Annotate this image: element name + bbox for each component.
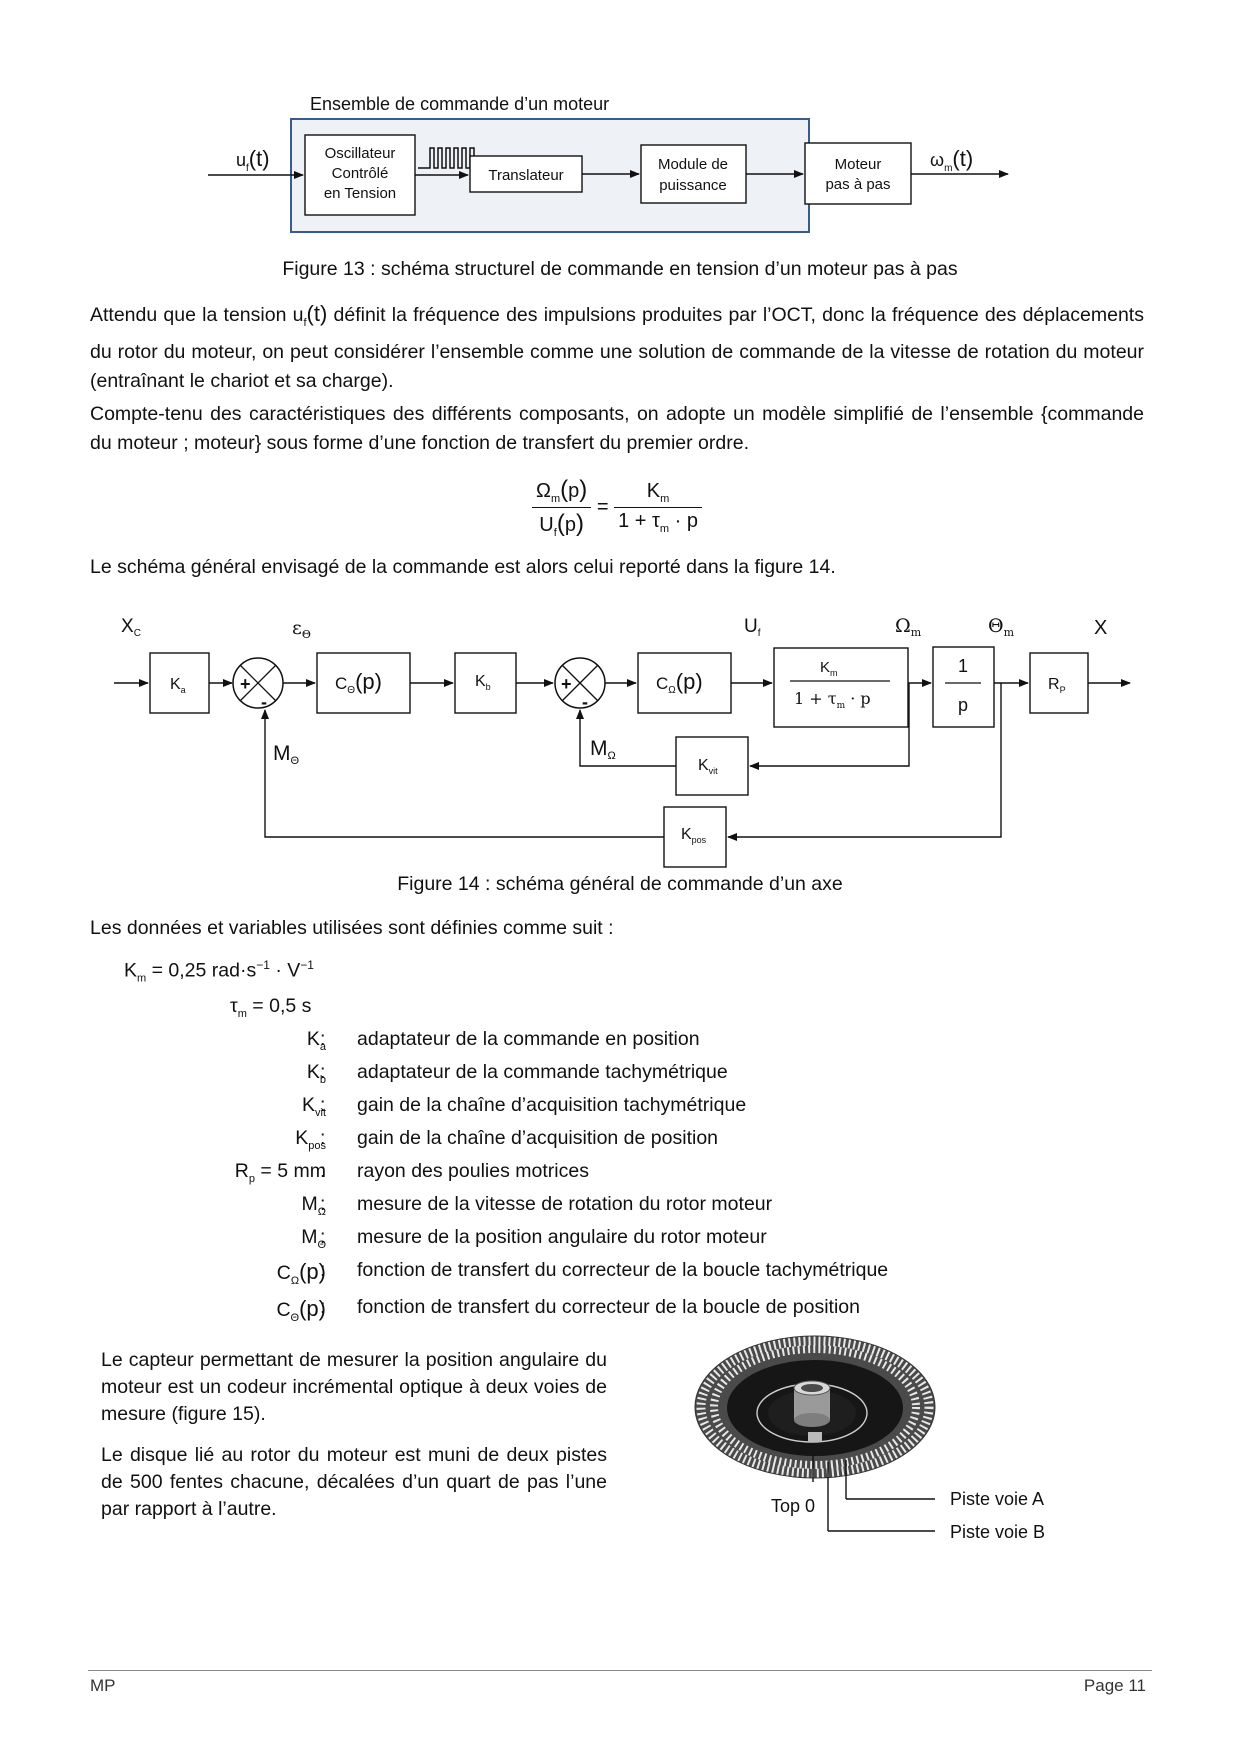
fig14-label-eps: εΘ xyxy=(292,617,311,641)
svg-text:CΘ(p): CΘ(p) xyxy=(335,669,382,696)
paragraph-2: Compte-tenu des caractéristiques des dif… xyxy=(90,403,1144,454)
fig13-block-puissance xyxy=(640,144,747,204)
definition-row: Rp = 5 mm : rayon des poulies motrices xyxy=(234,1160,589,1185)
svg-text:-: - xyxy=(582,692,588,712)
fig13-block-translateur-label: Translateur xyxy=(488,167,563,184)
fig13-block-moteur xyxy=(804,142,912,205)
footer-left: MP xyxy=(90,1676,116,1695)
fig14-block-comega xyxy=(637,652,732,714)
svg-text:Kvit: Kvit xyxy=(698,757,718,776)
definition-row: CΩ(p) : fonction de transfert du correct… xyxy=(276,1259,889,1287)
encoder-disk-picture xyxy=(694,1335,936,1479)
definition-row: τm = 0,5 s xyxy=(230,995,312,1020)
fig14-block-kvit xyxy=(675,736,749,796)
fig14-label-m-theta: MΘ xyxy=(273,742,300,767)
definition-row: Kpos : gain de la chaîne d’acquisition d… xyxy=(295,1127,719,1152)
fig14-summing-junction-position: + - xyxy=(232,657,284,712)
figure-14-caption: Figure 14 : schéma général de commande d… xyxy=(397,873,843,895)
fig13-input-label: uf(t) xyxy=(236,146,270,174)
fig14-block-kpos xyxy=(663,806,727,868)
svg-text:+: + xyxy=(561,674,572,694)
figure-14-diagram: XC εΘ Uf Ωm Θm X Ka + - CΘ(p) Kb xyxy=(114,615,1131,868)
figure-13-caption: Figure 13 : schéma structurel de command… xyxy=(282,258,958,280)
fig13-block-oct-line3: en Tension xyxy=(324,185,396,202)
definition-row: MΘ : mesure de la position angulaire du … xyxy=(301,1226,767,1251)
fig15-label-voie-a: Piste voie A xyxy=(950,1489,1044,1509)
fig13-block-translateur xyxy=(469,155,583,193)
transfer-function-equation: Ωm(p) Uf(p) = Km 1 + τm · p xyxy=(532,476,702,539)
fig13-block-moteur-line2: pas à pas xyxy=(825,176,890,193)
fig14-label-m-omega: MΩ xyxy=(590,737,616,762)
paragraph-5: Le capteur permettant de mesurer la posi… xyxy=(101,1349,607,1425)
fig15-label-top0: Top 0 xyxy=(771,1496,815,1516)
svg-text:Kb: Kb xyxy=(475,673,491,692)
definition-row: Ka : adaptateur de la commande en positi… xyxy=(306,1028,700,1053)
eq-rhs-numerator: Km xyxy=(614,480,702,508)
svg-text:+: + xyxy=(240,674,251,694)
fig13-block-moteur-line1: Moteur xyxy=(835,156,882,173)
svg-text:-: - xyxy=(261,692,267,712)
svg-text:1: 1 xyxy=(958,656,968,676)
svg-text:RP: RP xyxy=(1048,676,1066,695)
fig14-block-motor xyxy=(773,647,909,728)
eq-lhs-denominator: Uf(p) xyxy=(539,510,584,539)
svg-text:Kpos: Kpos xyxy=(681,826,707,845)
svg-text:1 + τm · p: 1 + τm · p xyxy=(794,689,871,711)
fig14-block-integrator xyxy=(932,646,995,728)
definition-row: Kb : adaptateur de la commande tachymétr… xyxy=(306,1061,728,1086)
definition-row: MΩ : mesure de la vitesse de rotation du… xyxy=(301,1193,773,1218)
fig13-block-puissance-line1: Module de xyxy=(658,156,728,173)
definition-row: Km = 0,25 rad·s−1 · V−1 xyxy=(124,958,314,985)
figure-15-encoder: Piste voie A Piste voie B Top 0 xyxy=(694,1335,1045,1542)
fig13-block-oct-line1: Oscillateur xyxy=(325,145,396,162)
svg-text:CΩ(p): CΩ(p) xyxy=(656,669,703,696)
uf-symbol: uf(t) xyxy=(292,301,328,329)
definition-row: CΘ(p) : fonction de transfert du correct… xyxy=(276,1296,860,1324)
paragraph-1: Attendu que la tension uf(t) définit la … xyxy=(90,301,1144,392)
svg-text:Ka: Ka xyxy=(170,676,186,695)
definitions-list: Km = 0,25 rad·s−1 · V−1 τm = 0,5 s Ka : … xyxy=(96,958,1196,1329)
paragraph-3: Le schéma général envisagé de la command… xyxy=(90,556,836,578)
fig15-label-voie-b: Piste voie B xyxy=(950,1522,1045,1542)
paragraph-4: Les données et variables utilisées sont … xyxy=(90,917,614,939)
fig14-label-xc: XC xyxy=(121,616,141,639)
fig14-label-omega-m: Ωm xyxy=(895,615,922,639)
figure-13-diagram: Ensemble de commande d’un moteur uf(t) O… xyxy=(208,94,1009,233)
fig13-output-label: ωm(t) xyxy=(930,146,973,174)
definition-row: Kvit : gain de la chaîne d’acquisition t… xyxy=(301,1094,747,1119)
footer-rule xyxy=(88,1670,1152,1671)
svg-text:Km: Km xyxy=(820,659,838,678)
footer-page-number: Page 11 xyxy=(1083,1676,1146,1695)
fig13-block-oct-line2: Contrôlé xyxy=(332,165,389,182)
svg-text:p: p xyxy=(958,695,968,715)
eq-lhs-numerator: Ωm(p) xyxy=(532,476,592,508)
fig14-label-uf: Uf xyxy=(744,616,761,639)
fig13-group-title: Ensemble de commande d’un moteur xyxy=(310,94,609,114)
fig14-block-rp xyxy=(1029,652,1089,714)
fig14-label-x: X xyxy=(1094,617,1107,639)
eq-rhs-denominator: 1 + τm · p xyxy=(618,510,698,535)
fig13-block-oct xyxy=(304,134,416,216)
paragraph-6: Le disque lié au rotor du moteur est mun… xyxy=(101,1444,607,1520)
fig14-block-kb xyxy=(454,652,517,714)
fig13-block-puissance-line2: puissance xyxy=(659,177,727,194)
fig13-pulse-train xyxy=(418,147,475,169)
fig14-label-theta-m: Θm xyxy=(988,615,1015,639)
